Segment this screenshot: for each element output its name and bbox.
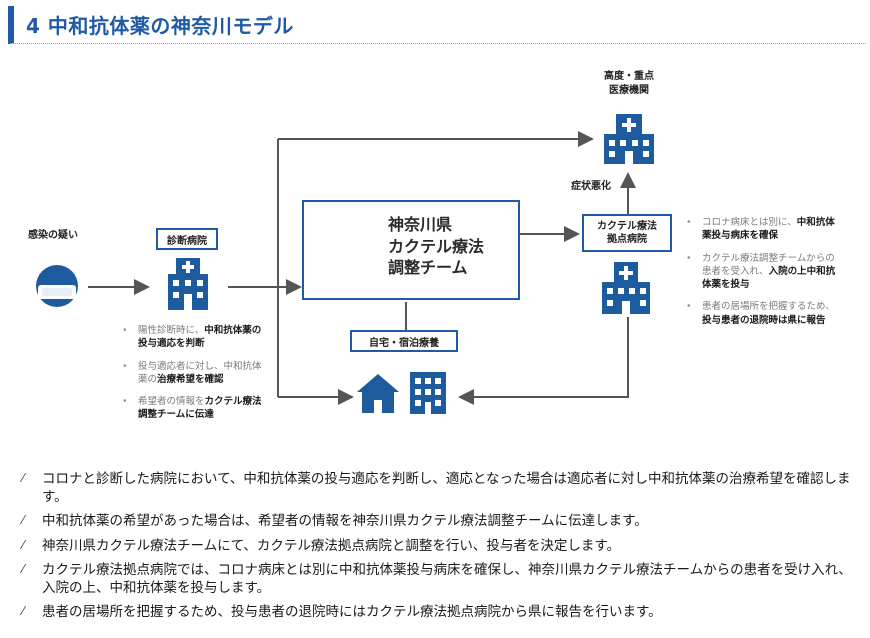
- suspect-label: 感染の疑い: [28, 230, 78, 241]
- masked-person-icon: [36, 265, 78, 307]
- hub-notes: コロナ病床とは別に、中和抗体薬投与病床を確保 カクテル療法調整チームからの患者を…: [682, 216, 842, 336]
- hub-note: カクテル療法調整チームからの患者を受入れ、入院の上中和抗体薬を投与: [682, 252, 842, 292]
- arrow-hub-to-home: [458, 317, 629, 405]
- bullet-slash-icon: ⁄: [22, 537, 25, 552]
- bullet-slash-icon: ⁄: [22, 513, 25, 528]
- bullet-slash-icon: ⁄: [22, 471, 25, 485]
- flow-diagram: 感染の疑い 診断病院 陽性診断時に、中和抗体薬の投与適応を判断 投与適応者に対し…: [0, 52, 870, 462]
- section-heading: 4 中和抗体薬の神奈川モデル: [8, 6, 866, 44]
- apartment-icon: [410, 372, 446, 414]
- clinic-note: 投与適応者に対し、中和抗体薬の治療希望を確認: [118, 360, 266, 387]
- clinic-notes: 陽性診断時に、中和抗体薬の投与適応を判断 投与適応者に対し、中和抗体薬の治療希望…: [118, 324, 266, 431]
- house-icon: [357, 374, 399, 413]
- team-title: 神奈川県 カクテル療法 調整チーム: [388, 215, 485, 278]
- clinic-hospital-icon: [168, 258, 208, 310]
- home-label: 自宅・宿泊療養: [369, 337, 439, 349]
- bullet-slash-icon: ⁄: [22, 561, 25, 576]
- bullet-slash-icon: ⁄: [22, 604, 25, 619]
- hub-note: コロナ病床とは別に、中和抗体薬投与病床を確保: [682, 216, 842, 243]
- explanation-list: ⁄コロナと診断した病院において、中和抗体薬の投与適応を判断し、適応となった場合は…: [20, 470, 865, 628]
- hub-note: 患者の居場所を把握するため、投与患者の退院時は県に報告: [682, 300, 842, 327]
- home-label-box: 自宅・宿泊療養: [350, 330, 458, 352]
- explanation-item: ⁄中和抗体薬の希望があった場合は、希望者の情報を神奈川県カクテル療法調整チームに…: [22, 513, 648, 530]
- advanced-hospital-icon: [604, 114, 654, 164]
- explanation-item: ⁄患者の居場所を把握するため、投与患者の退院時にはカクテル療法拠点病院から県に報…: [22, 604, 662, 621]
- hub-label: カクテル療法 拠点病院: [597, 221, 657, 245]
- worsening-label: 症状悪化: [571, 181, 611, 192]
- section-title: 4 中和抗体薬の神奈川モデル: [26, 14, 294, 38]
- clinic-note: 希望者の情報をカクテル療法調整チームに伝達: [118, 395, 266, 422]
- explanation-item: ⁄コロナと診断した病院において、中和抗体薬の投与適応を判断し、適応となった場合は…: [22, 471, 851, 506]
- hub-hospital-icon: [602, 262, 650, 314]
- advanced-label: 高度・重点 医療機関: [604, 71, 654, 96]
- explanation-item: ⁄神奈川県カクテル療法チームにて、カクテル療法拠点病院と調整を行い、投与者を決定…: [22, 537, 621, 554]
- adjustment-team-box: 神奈川県 カクテル療法 調整チーム: [302, 200, 520, 300]
- clinic-label: 診断病院: [167, 235, 207, 247]
- clinic-label-box: 診断病院: [156, 228, 218, 250]
- clinic-note: 陽性診断時に、中和抗体薬の投与適応を判断: [118, 324, 266, 351]
- hub-label-box: カクテル療法 拠点病院: [582, 214, 672, 252]
- explanation-item: ⁄カクテル療法拠点病院では、コロナ病床とは別に中和抗体薬投与病床を確保し、神奈川…: [22, 561, 852, 597]
